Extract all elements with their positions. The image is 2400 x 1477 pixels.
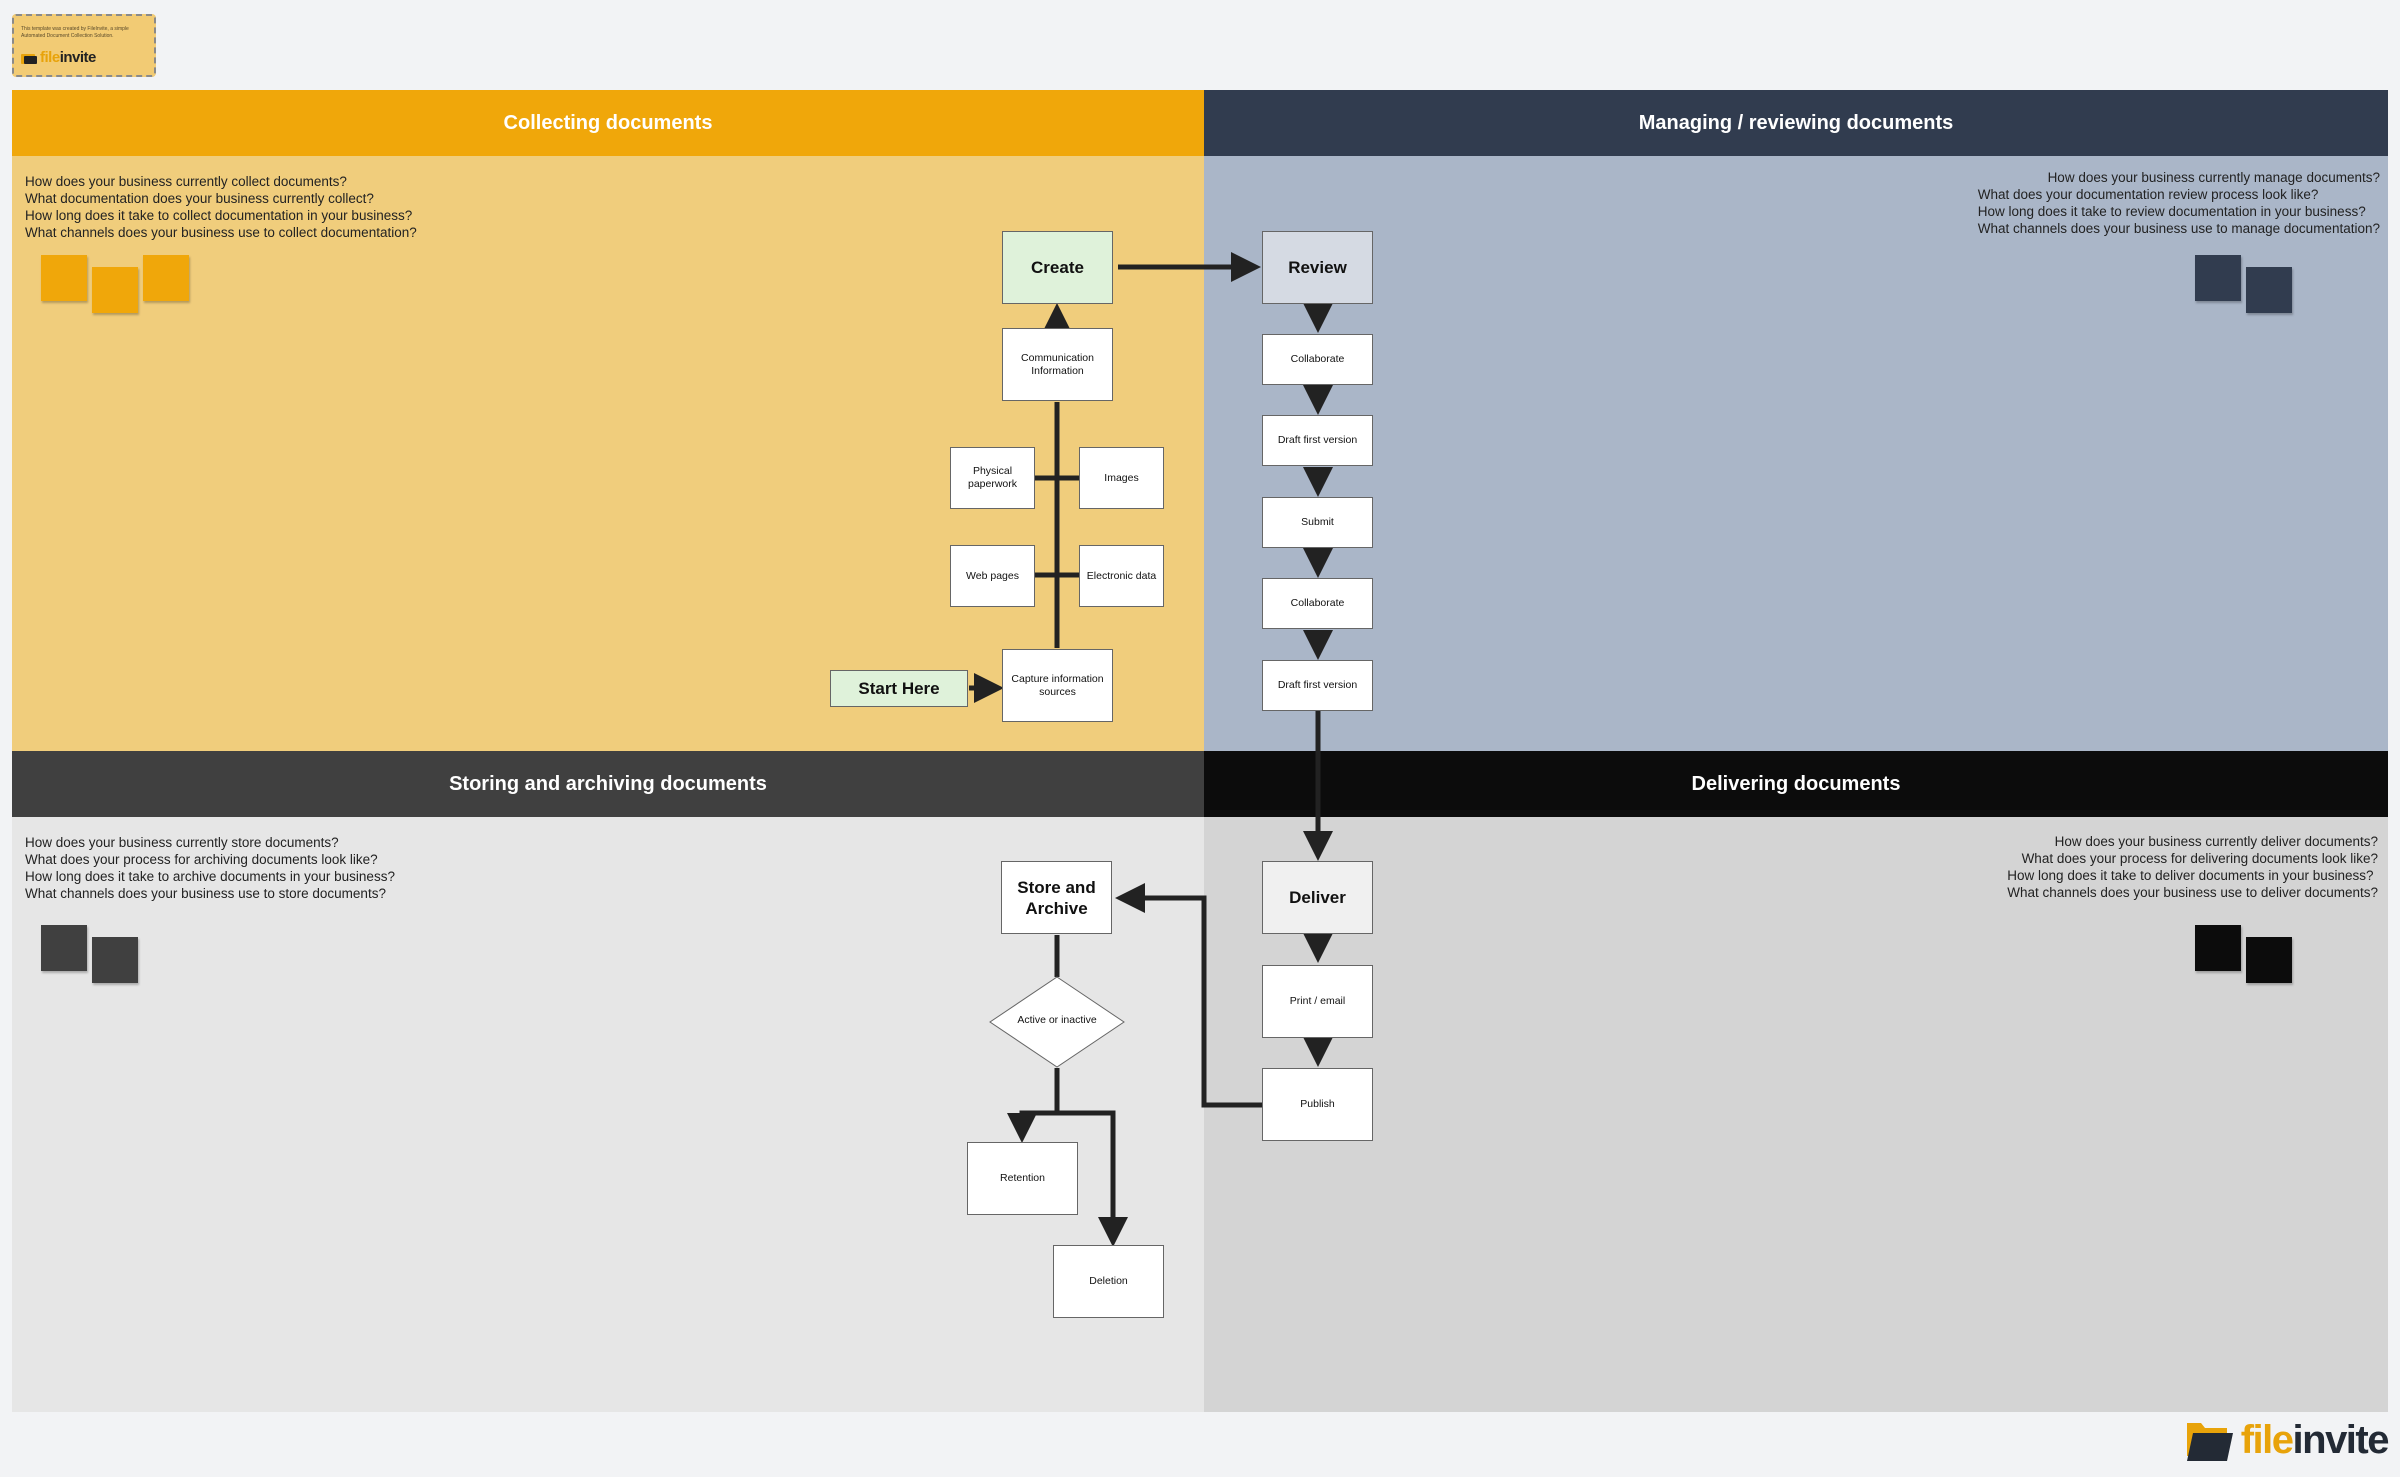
collecting-questions: How does your business currently collect… — [25, 173, 417, 241]
create-label: Create — [1031, 258, 1084, 277]
quadrant-delivering-header: Delivering documents — [1204, 751, 2388, 817]
managing-questions: How does your business currently manage … — [1978, 169, 2380, 237]
fileinvite-logo: fileinvite — [2185, 1415, 2390, 1465]
quadrant-collecting-title: Collecting documents — [503, 111, 713, 134]
collaborate-label: Collaborate — [1290, 353, 1345, 365]
question-item: How does your business currently manage … — [2047, 170, 2380, 185]
sticky-note[interactable] — [92, 267, 138, 313]
draft-first-version-box[interactable]: Draft first version — [1262, 660, 1373, 711]
fileinvite-wordmark: fileinvite — [2240, 1417, 2390, 1462]
decision-diamond — [989, 976, 1125, 1068]
publish-label: Publish — [1300, 1098, 1335, 1110]
question-item: How does your business currently store d… — [25, 835, 339, 850]
question-item: What does your process for archiving doc… — [25, 852, 378, 867]
web-pages-box[interactable]: Web pages — [950, 545, 1035, 607]
question-item: How does your business currently deliver… — [2054, 834, 2378, 849]
start-here-label: Start Here — [858, 679, 940, 698]
submit-box[interactable]: Submit — [1262, 497, 1373, 548]
physical-paperwork-box[interactable]: Physical paperwork — [950, 447, 1035, 509]
sticky-note[interactable] — [2195, 255, 2241, 301]
start-here-box[interactable]: Start Here — [830, 670, 968, 707]
electronic-data-box[interactable]: Electronic data — [1079, 545, 1164, 607]
template-note-logo: fileinvite — [21, 49, 96, 66]
delivering-questions: How does your business currently deliver… — [2007, 833, 2378, 901]
question-item: How long does it take to deliver documen… — [2007, 868, 2374, 883]
publish-box[interactable]: Publish — [1262, 1068, 1373, 1141]
retention-label: Retention — [1000, 1172, 1045, 1184]
submit-label: Submit — [1301, 516, 1334, 528]
quadrant-storing-title: Storing and archiving documents — [449, 772, 767, 795]
storing-questions: How does your business currently store d… — [25, 834, 395, 902]
sticky-note[interactable] — [41, 925, 87, 971]
quadrant-delivering: Delivering documents — [1204, 751, 2388, 1412]
draft-first-version-box[interactable]: Draft first version — [1262, 415, 1373, 466]
print-email-label: Print / email — [1289, 995, 1346, 1007]
question-item: How does your business currently collect… — [25, 174, 347, 189]
print-email-box[interactable]: Print / email — [1262, 965, 1373, 1038]
connector-diamond-deletion — [1057, 1110, 1128, 1247]
question-item: What channels does your business use to … — [1977, 221, 2380, 236]
quadrant-managing: Managing / reviewing documents — [1204, 90, 2388, 751]
deletion-label: Deletion — [1089, 1275, 1128, 1287]
sticky-note[interactable] — [2195, 925, 2241, 971]
review-box[interactable]: Review — [1262, 231, 1373, 304]
folder-icon — [2186, 1423, 2233, 1461]
sticky-note[interactable] — [143, 255, 189, 301]
question-item: What does your process for delivering do… — [2021, 851, 2378, 866]
sticky-note[interactable] — [41, 255, 87, 301]
collaborate-box[interactable]: Collaborate — [1262, 578, 1373, 629]
capture-sources-label: Capture information sources — [1011, 672, 1104, 698]
template-note-text: This template was created by FileInvite,… — [21, 26, 129, 39]
draft-first-version-label: Draft first version — [1277, 434, 1358, 446]
deliver-label: Deliver — [1289, 888, 1346, 907]
create-box[interactable]: Create — [1002, 231, 1113, 304]
question-item: What documentation does your business cu… — [25, 191, 374, 206]
quadrant-storing-header: Storing and archiving documents — [12, 751, 1204, 817]
sticky-note[interactable] — [2246, 267, 2292, 313]
sticky-note[interactable] — [92, 937, 138, 983]
connector-publish-store — [1115, 883, 1262, 1108]
folder-icon — [21, 52, 37, 64]
sticky-note[interactable] — [2246, 937, 2292, 983]
question-item: What channels does your business use to … — [25, 225, 417, 240]
question-item: How long does it take to archive documen… — [25, 869, 395, 884]
question-item: What channels does your business use to … — [25, 886, 386, 901]
quadrant-collecting: Collecting documents — [12, 90, 1204, 751]
retention-box[interactable]: Retention — [967, 1142, 1078, 1215]
physical-paperwork-label: Physical paperwork — [967, 465, 1018, 490]
quadrant-collecting-header: Collecting documents — [12, 90, 1204, 156]
electronic-data-label: Electronic data — [1086, 569, 1157, 582]
store-archive-label: Store and Archive — [1017, 877, 1096, 918]
active-inactive-label: Active or inactive — [1017, 1014, 1097, 1026]
template-note-wordmark: fileinvite — [40, 49, 96, 66]
web-pages-label: Web pages — [966, 569, 1019, 582]
capture-sources-box[interactable]: Capture information sources — [1002, 649, 1113, 722]
deletion-box[interactable]: Deletion — [1053, 1245, 1164, 1318]
communication-box[interactable]: Communication Information — [1002, 328, 1113, 401]
quadrant-managing-header: Managing / reviewing documents — [1204, 90, 2388, 156]
deliver-box[interactable]: Deliver — [1262, 861, 1373, 934]
question-item: What does your documentation review proc… — [1977, 187, 2319, 202]
draft-first-version-label: Draft first version — [1277, 679, 1358, 691]
images-box[interactable]: Images — [1079, 447, 1164, 509]
quadrant-delivering-title: Delivering documents — [1691, 772, 1901, 795]
quadrant-managing-title: Managing / reviewing documents — [1638, 111, 1954, 134]
question-item: How long does it take to collect documen… — [25, 208, 413, 223]
communication-label: Communication Information — [1021, 351, 1094, 377]
store-archive-box[interactable]: Store and Archive — [1001, 861, 1112, 934]
question-item: What channels does your business use to … — [2007, 885, 2378, 900]
collaborate-label: Collaborate — [1290, 597, 1345, 609]
review-label: Review — [1288, 258, 1347, 277]
collaborate-box[interactable]: Collaborate — [1262, 334, 1373, 385]
images-label: Images — [1104, 471, 1139, 484]
question-item: How long does it take to review document… — [1977, 204, 2366, 219]
connector-diamond-retention — [1007, 1068, 1060, 1143]
template-note: This template was created by FileInvite,… — [12, 14, 156, 77]
